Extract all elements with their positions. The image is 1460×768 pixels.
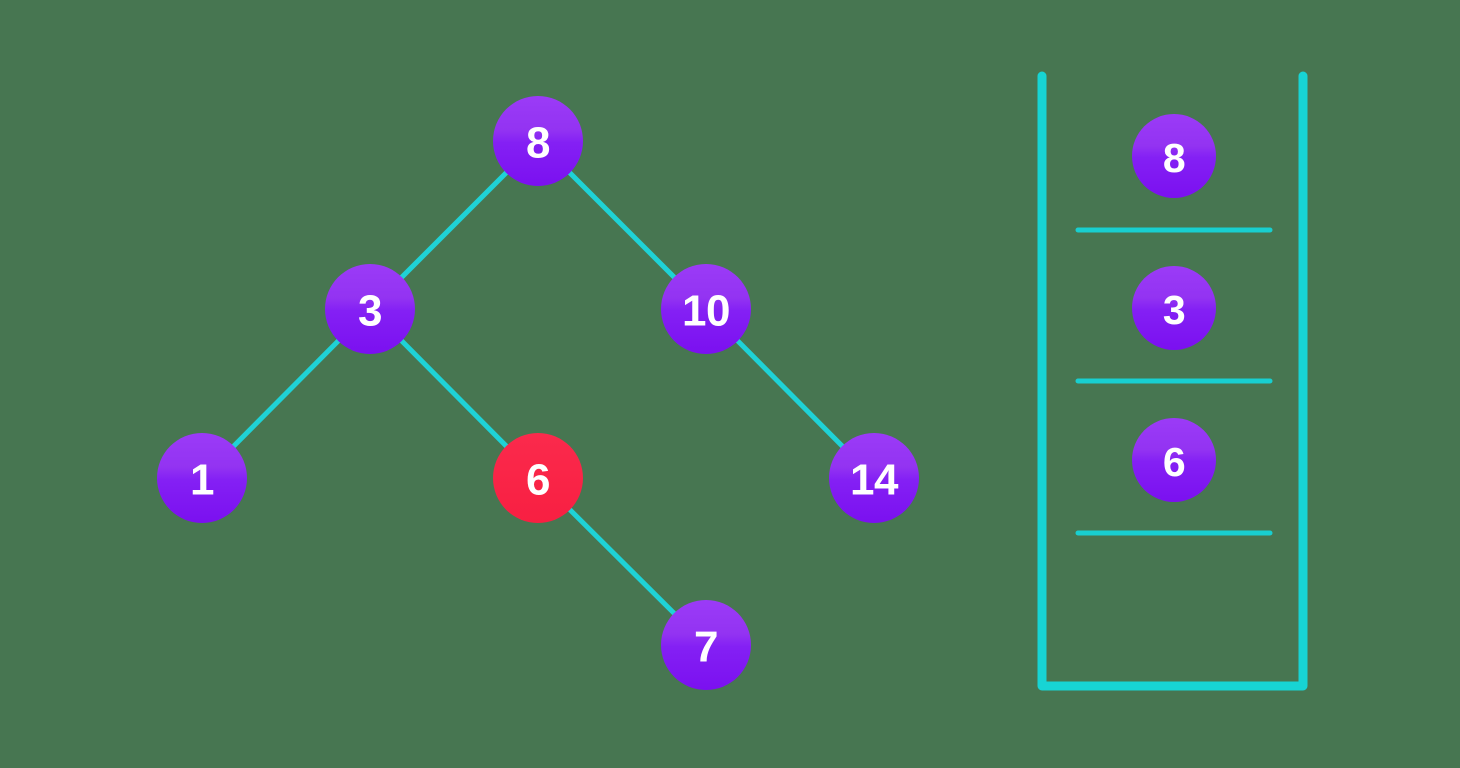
node-circle bbox=[661, 600, 751, 690]
stack-container-outline bbox=[1037, 71, 1308, 691]
stack-item-8[interactable]: 8 bbox=[1132, 114, 1216, 198]
tree-nodes: 8 3 10 1 6 14 7 bbox=[157, 96, 919, 690]
node-circle bbox=[493, 433, 583, 523]
node-value-label: 10 bbox=[682, 287, 730, 336]
stack-item-3[interactable]: 3 bbox=[1132, 266, 1216, 350]
tree-node-8[interactable]: 8 bbox=[493, 96, 583, 186]
tree-edge-n3-n6 bbox=[397, 336, 511, 451]
node-value-label: 1 bbox=[190, 456, 214, 505]
tree-node-6[interactable]: 6 bbox=[493, 433, 583, 523]
tree-edge-n3-n1 bbox=[229, 336, 343, 451]
tree-edge-n10-n14 bbox=[733, 336, 847, 451]
node-value-label: 8 bbox=[526, 119, 550, 168]
stack-item-6[interactable]: 6 bbox=[1132, 418, 1216, 502]
tree-node-3[interactable]: 3 bbox=[325, 264, 415, 354]
stack-item-circle bbox=[1132, 418, 1216, 502]
stack-item-circle bbox=[1132, 114, 1216, 198]
tree-node-7[interactable]: 7 bbox=[661, 600, 751, 690]
tree-node-14[interactable]: 14 bbox=[829, 433, 919, 523]
node-circle bbox=[157, 433, 247, 523]
node-value-label: 6 bbox=[526, 456, 550, 505]
tree-edge-n8-n10 bbox=[565, 168, 679, 282]
stack-group: 8 3 6 bbox=[1037, 71, 1308, 691]
tree-edge-n8-n3 bbox=[397, 168, 511, 282]
stack-item-value-label: 3 bbox=[1163, 287, 1185, 333]
stack-item-value-label: 8 bbox=[1163, 135, 1185, 181]
node-value-label: 3 bbox=[358, 287, 382, 336]
tree-edges bbox=[229, 168, 847, 618]
node-circle bbox=[829, 433, 919, 523]
node-circle bbox=[493, 96, 583, 186]
node-circle bbox=[661, 264, 751, 354]
tree-node-1[interactable]: 1 bbox=[157, 433, 247, 523]
tree-edge-n6-n7 bbox=[565, 505, 679, 618]
stack-item-value-label: 6 bbox=[1163, 439, 1185, 485]
node-value-label: 14 bbox=[850, 456, 899, 505]
tree-node-10[interactable]: 10 bbox=[661, 264, 751, 354]
node-circle bbox=[325, 264, 415, 354]
node-value-label: 7 bbox=[694, 623, 718, 672]
stack-item-circle bbox=[1132, 266, 1216, 350]
